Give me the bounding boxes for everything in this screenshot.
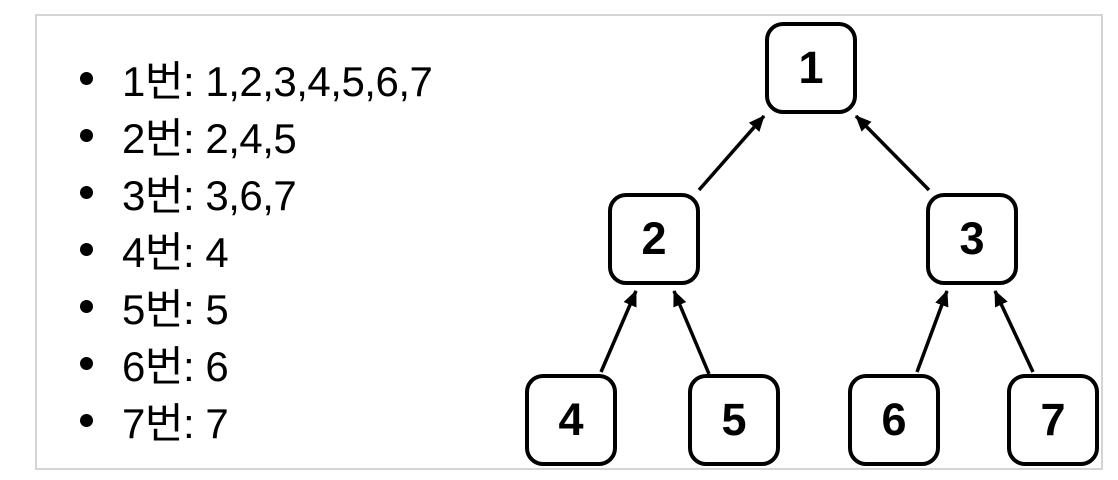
tree-node-6: 6: [848, 374, 940, 466]
bullet-icon: [80, 129, 93, 142]
edge-4-to-2: [599, 290, 638, 373]
list-item-text: 5번: 5: [122, 286, 229, 333]
node-coverage-list: 1번: 1,2,3,4,5,6,7 2번: 2,4,5 3번: 3,6,7 4번: 4…: [74, 50, 433, 449]
tree-node-label: 4: [558, 394, 584, 445]
list-item: 7번: 7: [74, 392, 432, 449]
edge-6-to-3: [915, 290, 949, 373]
tree-node-2: 2: [608, 193, 700, 285]
tree-node-label: 3: [959, 213, 985, 264]
tree-node-5: 5: [688, 374, 780, 466]
tree-node-label: 6: [881, 394, 907, 445]
bullet-icon: [80, 186, 93, 199]
list-item-text: 7번: 7: [122, 400, 229, 447]
edge-7-to-3: [993, 290, 1035, 373]
bullet-icon: [80, 414, 93, 427]
list-item: 2번: 2,4,5: [74, 107, 432, 164]
tree-node-1: 1: [765, 22, 857, 114]
list-item: 3번: 3,6,7: [74, 164, 432, 221]
list-item-text: 4번: 4: [122, 229, 229, 276]
tree-node-3: 3: [926, 193, 1018, 285]
bullet-icon: [80, 243, 93, 256]
bullet-icon: [80, 300, 93, 313]
list-item: 4번: 4: [74, 221, 432, 278]
list-item: 1번: 1,2,3,4,5,6,7: [74, 50, 433, 107]
edge-5-to-2: [672, 290, 711, 375]
bullet-icon: [80, 72, 93, 85]
list-item-text: 3번: 3,6,7: [122, 172, 297, 219]
list-item-text: 6번: 6: [122, 343, 229, 390]
tree-node-label: 7: [1040, 394, 1066, 445]
tree-node-label: 2: [641, 213, 667, 264]
tree-node-label: 1: [798, 42, 824, 93]
edge-3-to-1: [854, 114, 931, 192]
list-item-text: 1번: 1,2,3,4,5,6,7: [122, 58, 433, 105]
edge-2-to-1: [697, 114, 766, 192]
tree-node-label: 5: [721, 394, 747, 445]
list-item-text: 2번: 2,4,5: [122, 115, 297, 162]
tree-node-7: 7: [1007, 374, 1099, 466]
list-item: 5번: 5: [74, 278, 432, 335]
list-item: 6번: 6: [74, 335, 432, 392]
tree-node-4: 4: [525, 374, 617, 466]
bullet-icon: [80, 357, 93, 370]
